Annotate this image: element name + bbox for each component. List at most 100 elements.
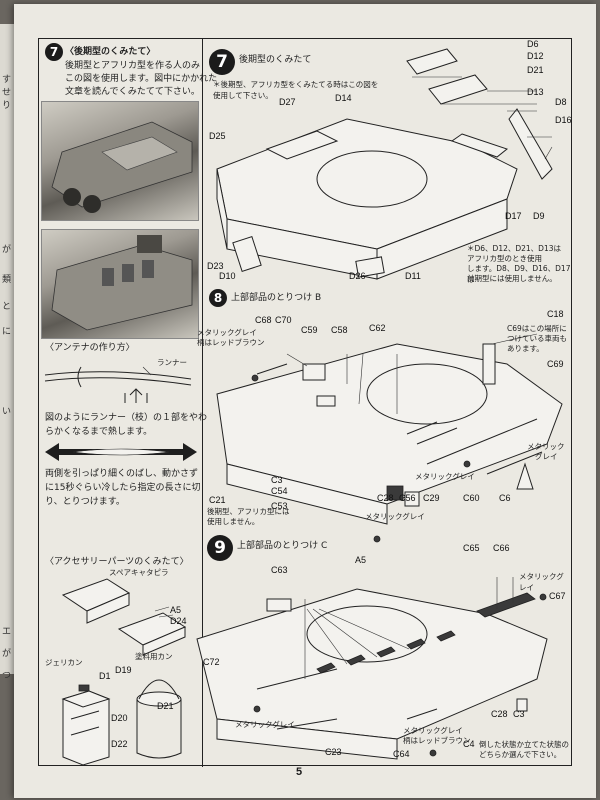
prev-page-text: エ — [2, 627, 12, 637]
left-step7-number: 7 — [45, 43, 63, 61]
step8-red-brown-note: 柄はレッドブラウン — [197, 338, 265, 347]
prev-page-text: 類 — [2, 275, 12, 285]
step8-label-c21: C21 — [209, 495, 226, 505]
spare-track-label: スペアキャタピラ — [109, 568, 169, 577]
step8-label-c56: C56 — [399, 493, 416, 503]
step9-label-c4: C4 — [463, 739, 475, 749]
step7-note2-4: 前期型には使用しません。 — [467, 274, 557, 283]
step7-note2-1: ＊D6、D12、D21、D13は — [467, 244, 562, 253]
step7-title: 後期型のくみたて — [239, 55, 312, 65]
jerrycan-bucket-diagram — [61, 679, 182, 766]
step8-label-c69: C69 — [547, 359, 564, 369]
step8-metallic-grey-bottom: メタリックグレイ — [365, 512, 425, 521]
step9-metallic-grey-mid: メタリックグレイ — [403, 726, 463, 735]
step9-grip-note: 柄はレッドブラウン — [403, 736, 471, 745]
antenna-text1-2: らかくなるまで熱します。 — [45, 427, 153, 437]
prev-page-text: が — [2, 245, 12, 255]
left-step7-text-2: この図を使用します。図中にかかれた — [65, 74, 218, 84]
accessory-title: 〈アクセサリーパーツのくみたて〉 — [45, 557, 189, 567]
step8-hull-diagram — [216, 333, 563, 543]
antenna-text2-1: 両側を引っぱり細くのばし、動かさず — [45, 469, 199, 479]
step8-label-c28: C28 — [377, 493, 394, 503]
step9-label-c28: C28 — [491, 709, 508, 719]
part-label-d19: D19 — [115, 665, 132, 675]
page-frame: 7 〈後期型のくみたて〉 後期型とアフリカ型を作る人のみ この図を使用します。図… — [38, 38, 572, 767]
step7-label-d12: D12 — [527, 51, 544, 61]
left-step7-title: 〈後期型のくみたて〉 — [65, 47, 156, 57]
step9-label-c66: C66 — [493, 543, 510, 553]
step9-label-a5: A5 — [355, 555, 367, 565]
step7-label-d23: D23 — [207, 261, 224, 271]
step7-label-d14: D14 — [335, 93, 352, 103]
photo-tank-shape — [51, 121, 193, 213]
step9-label-c65: C65 — [463, 543, 480, 553]
step7-label-d27: D27 — [279, 97, 296, 107]
previous-page-edge: すせり が 類 と に い エ が つ — [0, 24, 14, 681]
turret-photo-bottom — [41, 229, 199, 339]
step8-label-c54: C54 — [271, 486, 288, 496]
prev-page-text: つ — [2, 671, 12, 681]
left-step7-text-1: 後期型とアフリカ型を作る人のみ — [65, 61, 201, 71]
antenna-text1-1: 図のようにランナー（枝）の１部をやわ — [45, 413, 208, 423]
stretch-arrow-diagram — [45, 443, 197, 461]
c69-note-1: C69はこの場所に — [507, 324, 567, 333]
bucket-label: 塗料用カン — [135, 652, 173, 661]
antenna-text2-2: に15秒ぐらい冷したら指定の長さに切 — [45, 483, 201, 493]
step8-number: 8 — [209, 289, 227, 307]
step9-note-1: 倒した状態か立てた状態の — [479, 740, 569, 749]
antenna-text2-3: り、とりつけます。 — [45, 497, 125, 507]
c69-note-2: つけている車両も — [507, 334, 567, 343]
turret-photo-top — [41, 101, 199, 221]
prev-page-text: と — [2, 302, 12, 312]
step7-label-d17: D17 — [505, 211, 522, 221]
step7-label-d9: D9 — [533, 211, 545, 221]
prev-page-text: に — [2, 327, 12, 337]
spare-track-diagram — [61, 578, 187, 656]
left-step7-text-3: 文章を読んでくみたてて下さい。 — [65, 87, 200, 97]
step8-label-c70: C70 — [275, 315, 292, 325]
step8-label-c62: C62 — [369, 323, 386, 333]
c53-note-2: 使用しません。 — [207, 517, 260, 526]
step8-label-c29: C29 — [423, 493, 440, 503]
step7-label-d6: D6 — [527, 39, 539, 49]
step7-note-2: 使用して下さい。 — [213, 91, 273, 100]
step8-title: 上部部品のとりつけ B — [231, 293, 322, 303]
step8-label-c59: C59 — [301, 325, 318, 335]
step7-note2-3: します。D8、D9、D16、D17は — [467, 264, 571, 284]
step7-label-d8: D8 — [555, 97, 567, 107]
step9-label-c63: C63 — [271, 565, 288, 575]
antenna-heat-diagram — [44, 366, 192, 403]
step7-note2-2: アフリカ型のとき使用 — [467, 254, 542, 263]
part-label-d1: D1 — [99, 671, 111, 681]
step8-metallic-grey-mid: メタリックグレイ — [415, 472, 475, 481]
step8-label-c6: C6 — [499, 493, 511, 503]
part-label-d24: D24 — [170, 616, 187, 626]
part-label-d22: D22 — [111, 739, 128, 749]
part-label-a5: A5 — [170, 605, 182, 615]
step9-metallic-grey-left: メタリックグレイ — [235, 720, 295, 729]
step7-label-d10: D10 — [219, 271, 236, 281]
instruction-page: 7 〈後期型のくみたて〉 後期型とアフリカ型を作る人のみ この図を使用します。図… — [14, 4, 596, 798]
step9-number: 9 — [207, 535, 233, 561]
step9-title: 上部部品のとりつけ C — [237, 541, 328, 551]
part-label-d21-left: D21 — [157, 701, 174, 711]
step8-label-c68: C68 — [255, 315, 272, 325]
step7-label-d16: D16 — [555, 115, 572, 125]
step8-metallic-short-2: グレイ — [535, 452, 558, 461]
photo-tank-shape — [51, 235, 193, 331]
antenna-title: 〈アンテナの作り方〉 — [45, 343, 135, 353]
step7-label-d21: D21 — [527, 65, 544, 75]
step7-label-d13: D13 — [527, 87, 544, 97]
step8-label-c60: C60 — [463, 493, 480, 503]
step8-label-c53: C53 — [271, 501, 288, 511]
step8-label-c58: C58 — [331, 325, 348, 335]
step9-label-c3: C3 — [513, 709, 525, 719]
step8-metallic-short-1: メタリック — [527, 442, 565, 451]
step9-label-c72: C72 — [203, 657, 220, 667]
c69-note-3: あります。 — [507, 344, 544, 353]
step7-label-d26: D26 — [349, 271, 366, 281]
runner-label: ランナー — [157, 358, 187, 367]
c53-note-1: 後期型、アフリカ型には — [207, 507, 290, 516]
step9-label-c64: C64 — [393, 749, 410, 759]
step8-label-c3: C3 — [271, 475, 283, 485]
